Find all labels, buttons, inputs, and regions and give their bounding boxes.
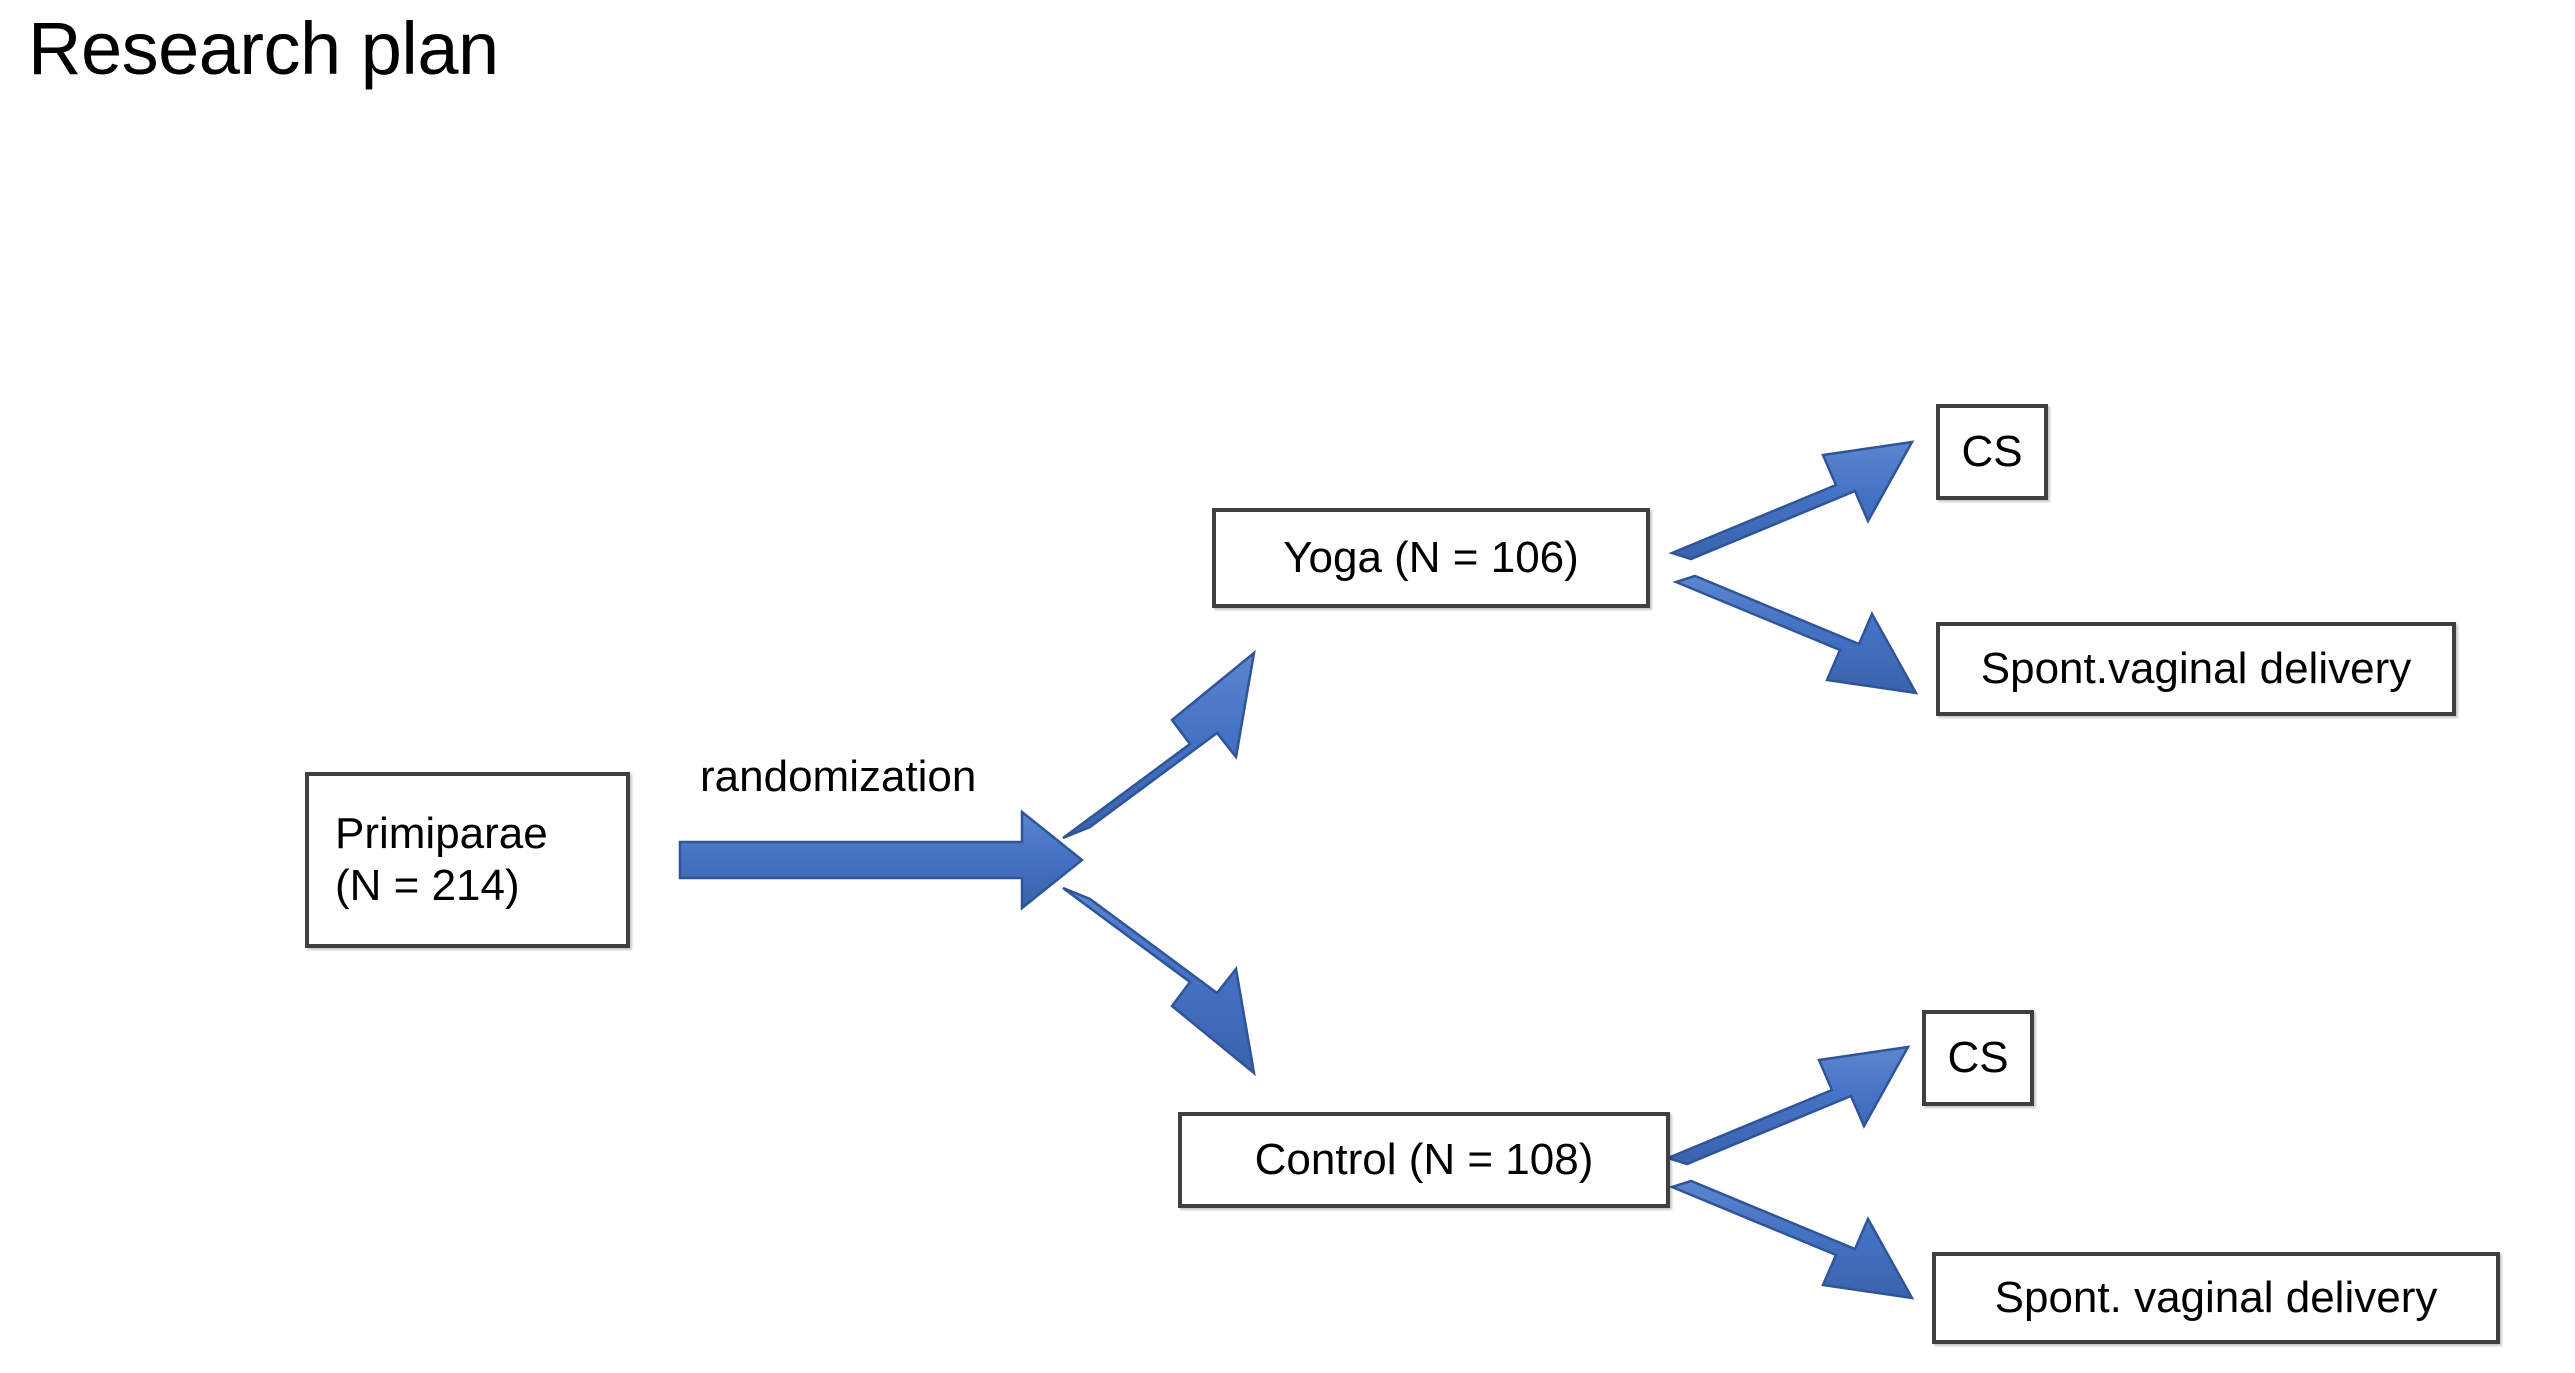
node-yoga-cs[interactable]: CS [1936,404,2048,500]
arrow-primiparae-to-split [678,809,1085,911]
arrow-split-to-yoga [1062,649,1256,840]
node-primiparae-line1: Primiparae [335,809,548,859]
node-control-cs[interactable]: CS [1922,1010,2034,1106]
arrow-yoga-to-svd [1672,574,1919,695]
node-primiparae[interactable]: Primiparae (N = 214) [305,772,630,948]
arrow-split-to-control [1062,886,1256,1077]
node-control[interactable]: Control (N = 108) [1178,1112,1670,1208]
edge-label-randomization: randomization [700,752,977,801]
node-yoga-spontaneous-vaginal-delivery[interactable]: Spont.vaginal delivery [1936,622,2456,716]
arrow-control-to-cs [1664,1045,1911,1166]
node-primiparae-line2: (N = 214) [335,861,520,910]
page-title: Research plan [28,7,499,90]
arrow-control-to-svd [1668,1179,1915,1300]
node-control-spontaneous-vaginal-delivery[interactable]: Spont. vaginal delivery [1932,1252,2500,1344]
arrow-yoga-to-cs [1668,440,1915,561]
node-yoga[interactable]: Yoga (N = 106) [1212,508,1650,608]
